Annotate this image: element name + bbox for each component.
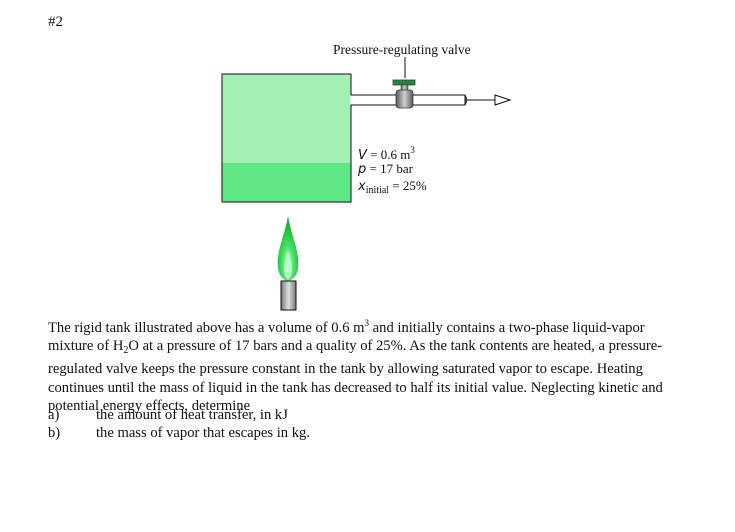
question-a-key: a) — [48, 407, 60, 423]
pressure-symbol: p — [358, 162, 367, 177]
volume-value: 0.6 m — [380, 147, 411, 162]
quality-label: xinitial = 25% — [358, 178, 427, 196]
problem-statement: The rigid tank illustrated above has a v… — [48, 314, 678, 415]
statement-subscript: 2 — [123, 345, 129, 357]
burner-icon — [280, 280, 297, 311]
valve-icon — [392, 79, 416, 109]
question-b-key: b) — [48, 425, 61, 441]
tank-outline — [221, 73, 352, 203]
quality-symbol: x — [358, 179, 366, 194]
volume-label: V = 0.6 m3 — [358, 145, 415, 163]
volume-exponent: 3 — [410, 145, 415, 155]
statement-part-3: O at a pressure of 17 bars and a quality… — [48, 338, 663, 414]
tank-figure — [221, 57, 512, 311]
pressure-value: 17 bar — [380, 161, 413, 176]
valve-label: Pressure-regulating valve — [333, 42, 471, 57]
question-a-text: the amount of heat transfer, in kJ — [96, 407, 288, 423]
quality-value: 25% — [402, 178, 427, 193]
volume-symbol: V — [358, 148, 367, 163]
statement-part-1: The rigid tank illustrated above has a v… — [48, 320, 365, 336]
flame-icon — [277, 216, 299, 281]
pressure-label: p = 17 bar — [358, 161, 413, 177]
tank-liquid-region — [222, 163, 351, 202]
problem-number: #2 — [48, 14, 63, 30]
question-b: b) the mass of vapor that escapes in kg. — [48, 424, 310, 442]
flow-arrow-icon — [465, 94, 512, 106]
tank-vapor-region — [222, 74, 351, 163]
statement-superscript: 3 — [364, 318, 370, 328]
question-b-text: the mass of vapor that escapes in kg. — [96, 425, 310, 441]
question-a: a) the amount of heat transfer, in kJ — [48, 406, 288, 424]
statement-part-2: and initially contains a two-phase liqui… — [48, 320, 645, 355]
quality-subscript: initial — [365, 185, 390, 196]
